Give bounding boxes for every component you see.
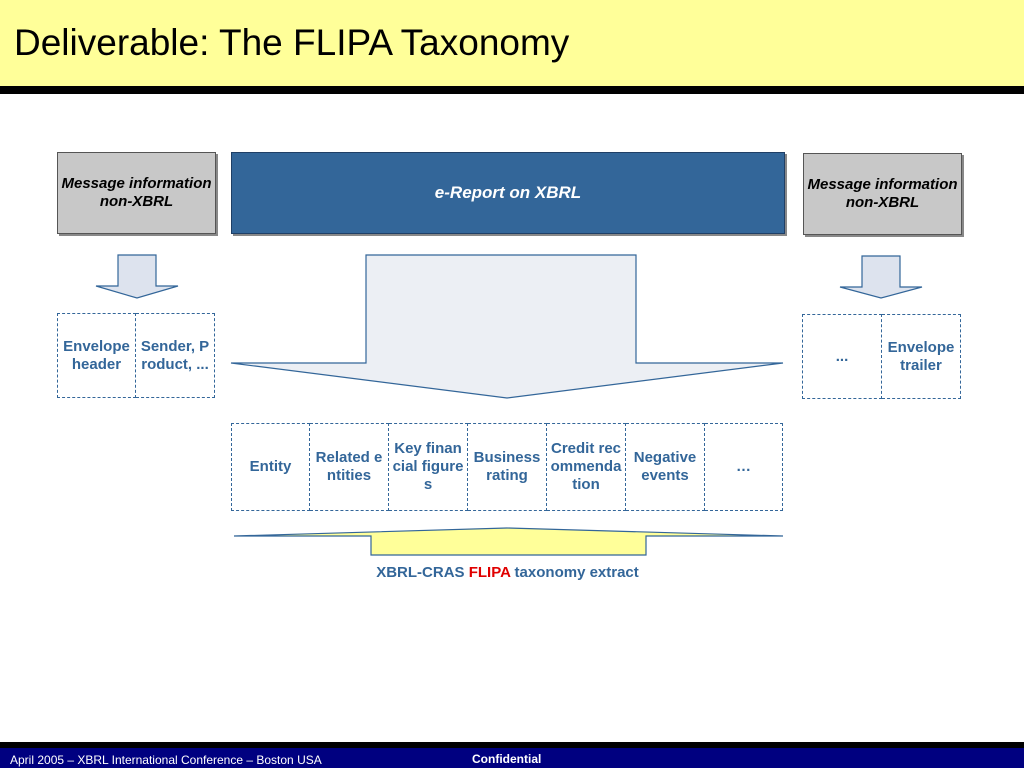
- e-report-box: e-Report on XBRL: [231, 152, 785, 234]
- right-envelope-row: ... Envelope trailer: [802, 314, 961, 399]
- taxonomy-caption: XBRL-CRAS FLIPA taxonomy extract: [230, 564, 785, 581]
- left-envelope-row: Envelope header Sender, Product, ...: [57, 313, 215, 398]
- taxonomy-item-related-entities: Related entities: [310, 423, 389, 511]
- taxonomy-item-key-financial-figures: Key financial figures: [389, 423, 468, 511]
- center-down-arrow: [230, 254, 784, 399]
- taxonomy-row: Entity Related entities Key financial fi…: [231, 423, 783, 511]
- footer-bar: April 2005 – XBRL International Conferen…: [0, 748, 1024, 768]
- caption-highlight: FLIPA: [468, 564, 511, 581]
- taxonomy-item-entity: Entity: [231, 423, 310, 511]
- title-bar: Deliverable: The FLIPA Taxonomy: [0, 0, 1024, 86]
- title-divider: [0, 86, 1024, 94]
- envelope-trailer-cell: Envelope trailer: [882, 314, 961, 399]
- slide-title: Deliverable: The FLIPA Taxonomy: [14, 22, 570, 63]
- caption-suffix: taxonomy extract: [510, 564, 639, 581]
- caption-prefix: XBRL-CRAS: [376, 564, 469, 581]
- left-message-box: Message information non-XBRL: [57, 152, 216, 234]
- footer-divider: [0, 742, 1024, 748]
- sender-product-cell: Sender, Product, ...: [136, 313, 215, 398]
- footer-confidential: Confidential: [472, 752, 542, 766]
- taxonomy-item-credit-recommendation: Credit recommendation: [547, 423, 626, 511]
- taxonomy-item-more: …: [705, 423, 783, 511]
- right-ellipsis-cell: ...: [802, 314, 882, 399]
- left-down-arrow: [95, 254, 179, 299]
- footer-conference: April 2005 – XBRL International Conferen…: [10, 753, 322, 767]
- extract-shape: [233, 527, 784, 556]
- right-down-arrow: [839, 255, 923, 299]
- taxonomy-item-business-rating: Business rating: [468, 423, 547, 511]
- right-message-box: Message information non-XBRL: [803, 153, 962, 235]
- envelope-header-cell: Envelope header: [57, 313, 136, 398]
- taxonomy-item-negative-events: Negative events: [626, 423, 705, 511]
